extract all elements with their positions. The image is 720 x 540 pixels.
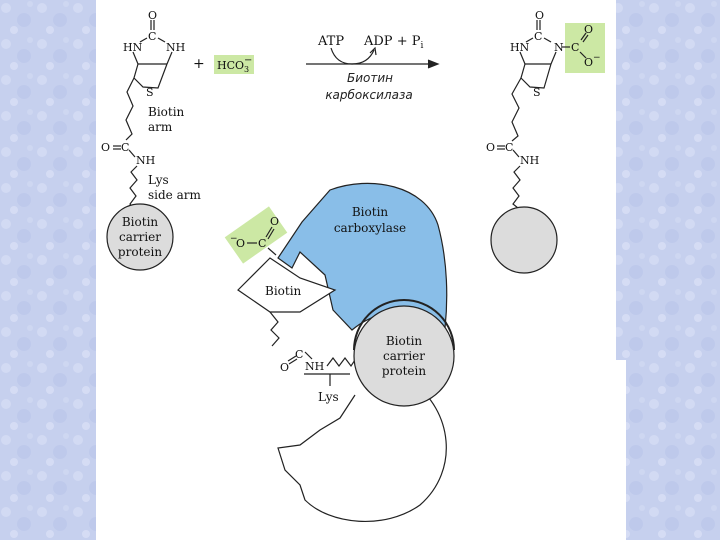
complex-outline — [277, 381, 447, 522]
complex-o-minus: O — [236, 237, 245, 250]
enzyme-line1: Biotin — [352, 205, 389, 219]
left-o-amide: O — [101, 141, 110, 154]
bicarbonate-label: HCO3 — [217, 59, 249, 74]
right-carrier-protein — [490, 206, 558, 274]
right-nh-amide: NH — [520, 154, 539, 167]
left-c-ring: C — [148, 30, 156, 43]
bicarbonate-highlight — [214, 55, 254, 74]
left-protein-line2: carrier — [119, 230, 161, 244]
complex-nh-amide: NH — [305, 360, 324, 373]
complex-protein-line1: Biotin — [386, 334, 423, 348]
enzyme-line2: carboxylase — [334, 221, 406, 235]
left-biotin-arm-line1: Biotin — [148, 105, 185, 119]
atp-label: ATP — [317, 34, 344, 49]
right-biotin-structure — [497, 20, 589, 209]
right-o-minus: O — [584, 56, 593, 69]
left-nh-amide: NH — [136, 154, 155, 167]
complex-protein-line3: protein — [382, 364, 426, 378]
carboxyl-highlight-complex — [224, 206, 288, 264]
right-n: N — [554, 41, 564, 54]
reaction-plus: + — [193, 56, 205, 72]
left-lys-line2: side arm — [148, 188, 201, 202]
complex-biotin-label: Biotin — [265, 284, 302, 298]
complex-protein-line2: carrier — [383, 349, 425, 363]
right-o-carboxyl: O — [584, 23, 593, 36]
complex-carrier-protein — [353, 305, 455, 407]
left-biotin-arm-line2: arm — [148, 120, 173, 134]
complex-charge: − — [230, 234, 238, 244]
right-hn: HN — [510, 41, 530, 54]
complex-c: C — [258, 237, 266, 250]
complex-o-top: O — [270, 215, 279, 228]
left-s: S — [146, 86, 154, 99]
left-nh: NH — [166, 41, 185, 54]
left-lys-line1: Lys — [148, 173, 169, 187]
complex-chain — [269, 311, 356, 386]
right-o-amide: O — [486, 141, 495, 154]
bicarbonate-charge: − — [244, 55, 252, 66]
left-c-amide: C — [121, 141, 129, 154]
left-protein-line1: Biotin — [122, 215, 159, 229]
complex-lys-label: Lys — [318, 390, 339, 404]
right-s: S — [533, 86, 541, 99]
complex-o-amide: O — [280, 361, 289, 374]
left-biotin-structure — [113, 20, 173, 213]
carboxyl-highlight-right — [565, 23, 605, 73]
right-charge: − — [593, 53, 601, 63]
carboxylase-enzyme — [277, 182, 448, 331]
left-o-top: O — [148, 9, 157, 22]
products-label: ADP + Pi — [363, 34, 423, 51]
left-carrier-protein — [106, 203, 174, 271]
right-o-top: O — [535, 9, 544, 22]
enzyme-ru-line1: Биотин — [347, 71, 393, 85]
white-panel-extension — [616, 360, 626, 540]
reaction-arrow — [306, 46, 440, 69]
complex-carboxyl-bonds — [247, 226, 277, 256]
left-hn: HN — [123, 41, 143, 54]
right-c-amide: C — [505, 141, 513, 154]
complex-c-amide: C — [295, 348, 303, 361]
left-protein-line3: protein — [118, 245, 162, 259]
complex-carrier-rim — [353, 299, 455, 351]
right-c-ring: C — [534, 30, 542, 43]
enzyme-ru-line2: карбоксилаза — [325, 88, 412, 102]
right-c-carboxyl: C — [571, 41, 579, 54]
